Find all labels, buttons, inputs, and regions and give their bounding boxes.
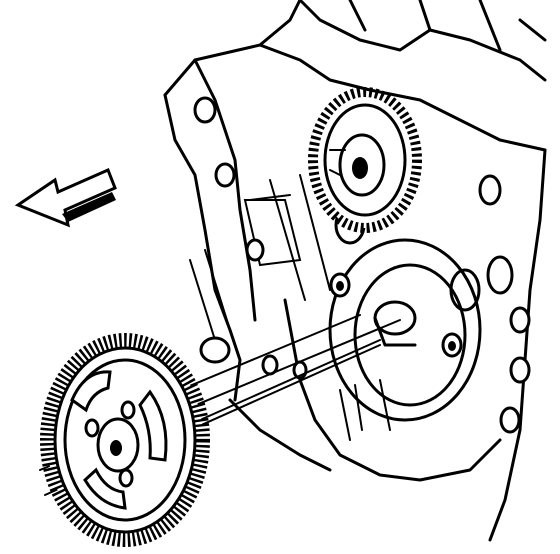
camshaft-hub xyxy=(328,238,482,422)
engine-front-plate xyxy=(163,0,547,542)
upper-drive-gear xyxy=(308,87,422,233)
camshaft-gear xyxy=(40,333,210,547)
arrow-left-icon xyxy=(14,167,117,228)
